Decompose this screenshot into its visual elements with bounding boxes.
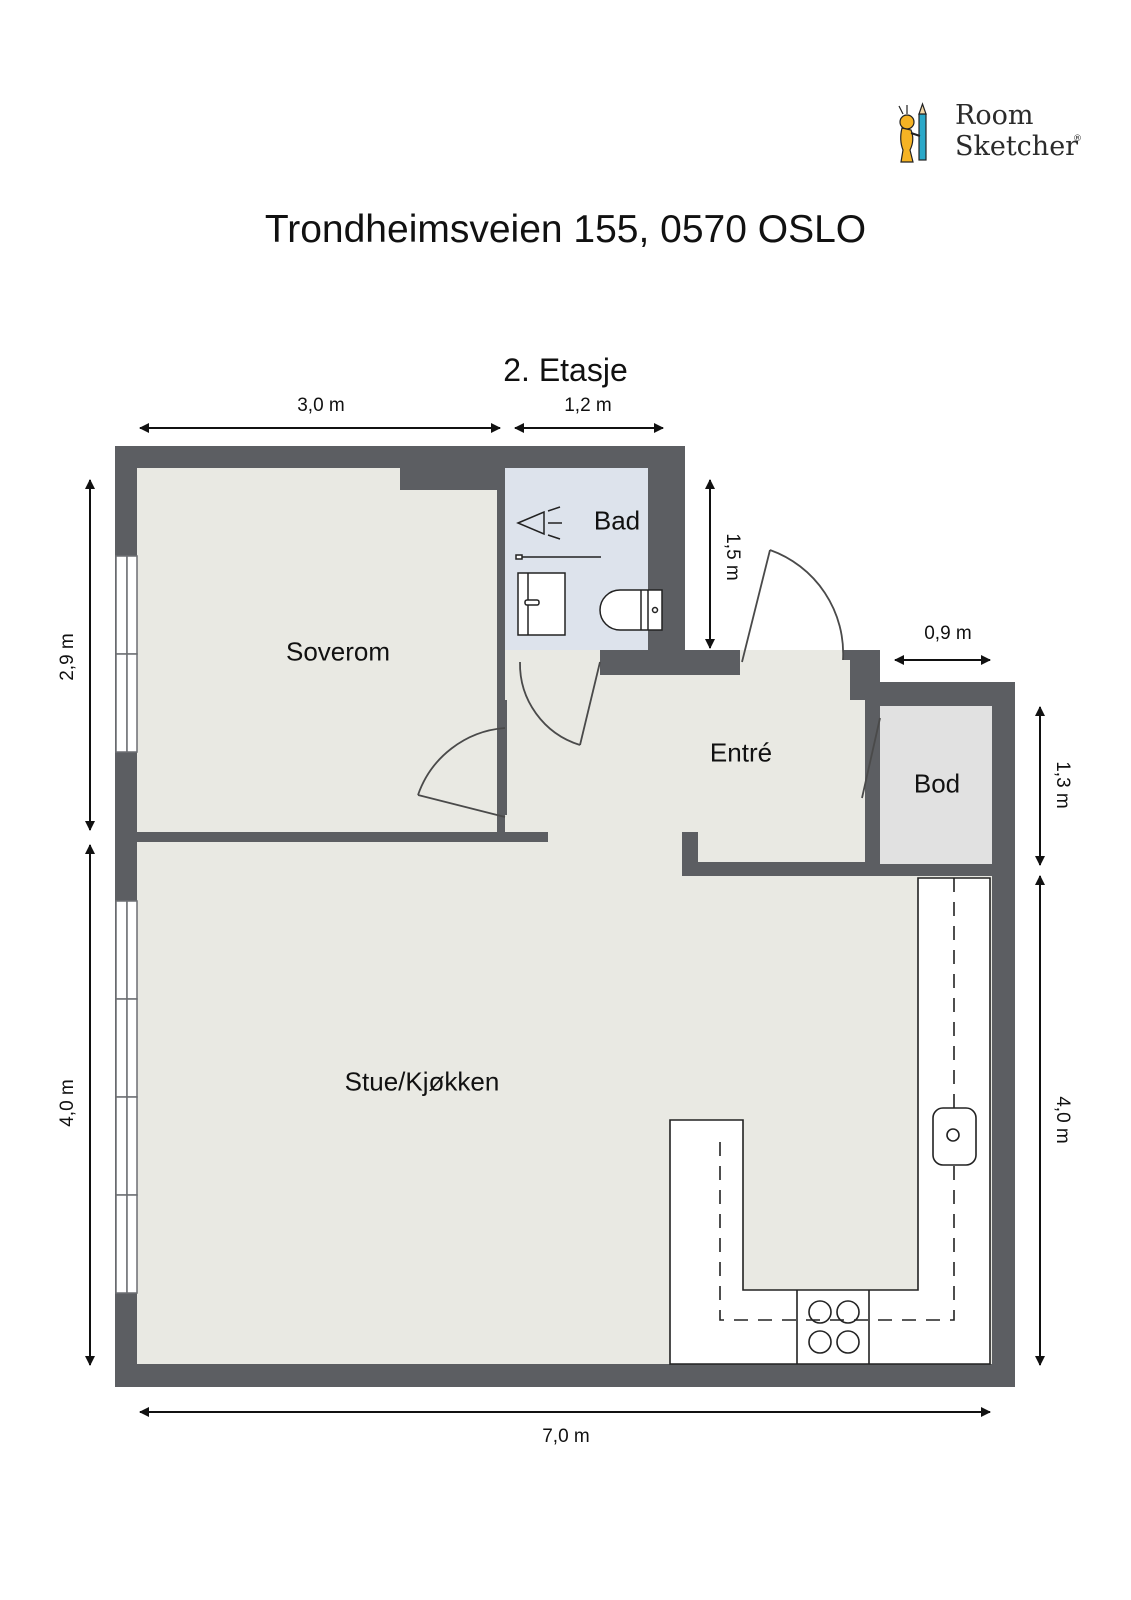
dim-bottom: 7,0 m: [542, 1426, 590, 1447]
dim-step-right: 0,9 m: [924, 623, 972, 644]
dim-left-upper: 2,9 m: [57, 633, 78, 681]
dim-bad-height: 1,5 m: [722, 533, 743, 581]
dim-left-lower: 4,0 m: [57, 1079, 78, 1127]
dim-top-bad: 1,2 m: [564, 395, 612, 416]
doors: [417, 549, 881, 818]
bathroom-fixtures: [515, 506, 663, 636]
logo-line1: Room: [955, 100, 1034, 131]
address-title: Trondheimsveien 155, 0570 OSLO: [264, 208, 867, 251]
dimension-lines: [85, 423, 1045, 1417]
roomsketcher-logo: Room Sketcher ®: [898, 100, 1085, 170]
dim-top-left: 3,0 m: [297, 395, 345, 416]
room-label-entre: Entré: [709, 737, 773, 768]
soverom-floor: [137, 468, 497, 832]
windows: [115, 555, 138, 1294]
shower-head-icon: [516, 510, 545, 536]
stove-burner-icon: [808, 1300, 832, 1324]
mascot-pencil-icon: [898, 102, 927, 163]
kitchen-sink-icon: [932, 1107, 977, 1166]
logo-wordmark: Room Sketcher: [955, 100, 1078, 162]
interior-walls: [137, 468, 992, 876]
room-label-soverom: Soverom: [285, 636, 391, 667]
kitchen-counter: [669, 877, 991, 1365]
stue-kjokken-floor: [137, 832, 992, 1364]
registered-mark: ®: [1073, 134, 1082, 144]
room-label-stue-kjokken: Stue/Kjøkken: [344, 1066, 500, 1097]
bod-floor: [880, 706, 992, 864]
dim-right-upper: 1,3 m: [1052, 761, 1073, 809]
logo-line2: Sketcher: [955, 131, 1079, 162]
toilet-icon: [599, 589, 663, 631]
dim-right-lower: 4,0 m: [1052, 1096, 1073, 1144]
entre-floor: [505, 650, 872, 862]
floor-title: 2. Etasje: [503, 352, 628, 388]
room-label-bad: Bad: [593, 505, 641, 536]
room-label-bod: Bod: [913, 768, 961, 799]
